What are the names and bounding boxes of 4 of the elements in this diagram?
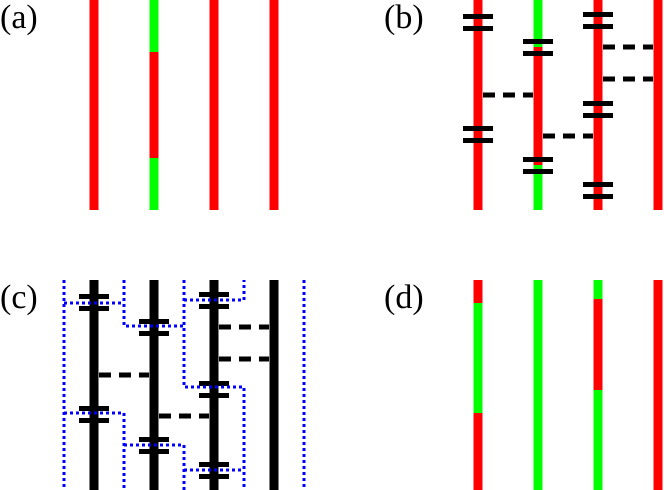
panel-label: (c) [0,280,38,316]
panel-label: (a) [0,0,38,36]
panel-label: (d) [384,280,424,316]
panel-label: (b) [384,0,424,36]
